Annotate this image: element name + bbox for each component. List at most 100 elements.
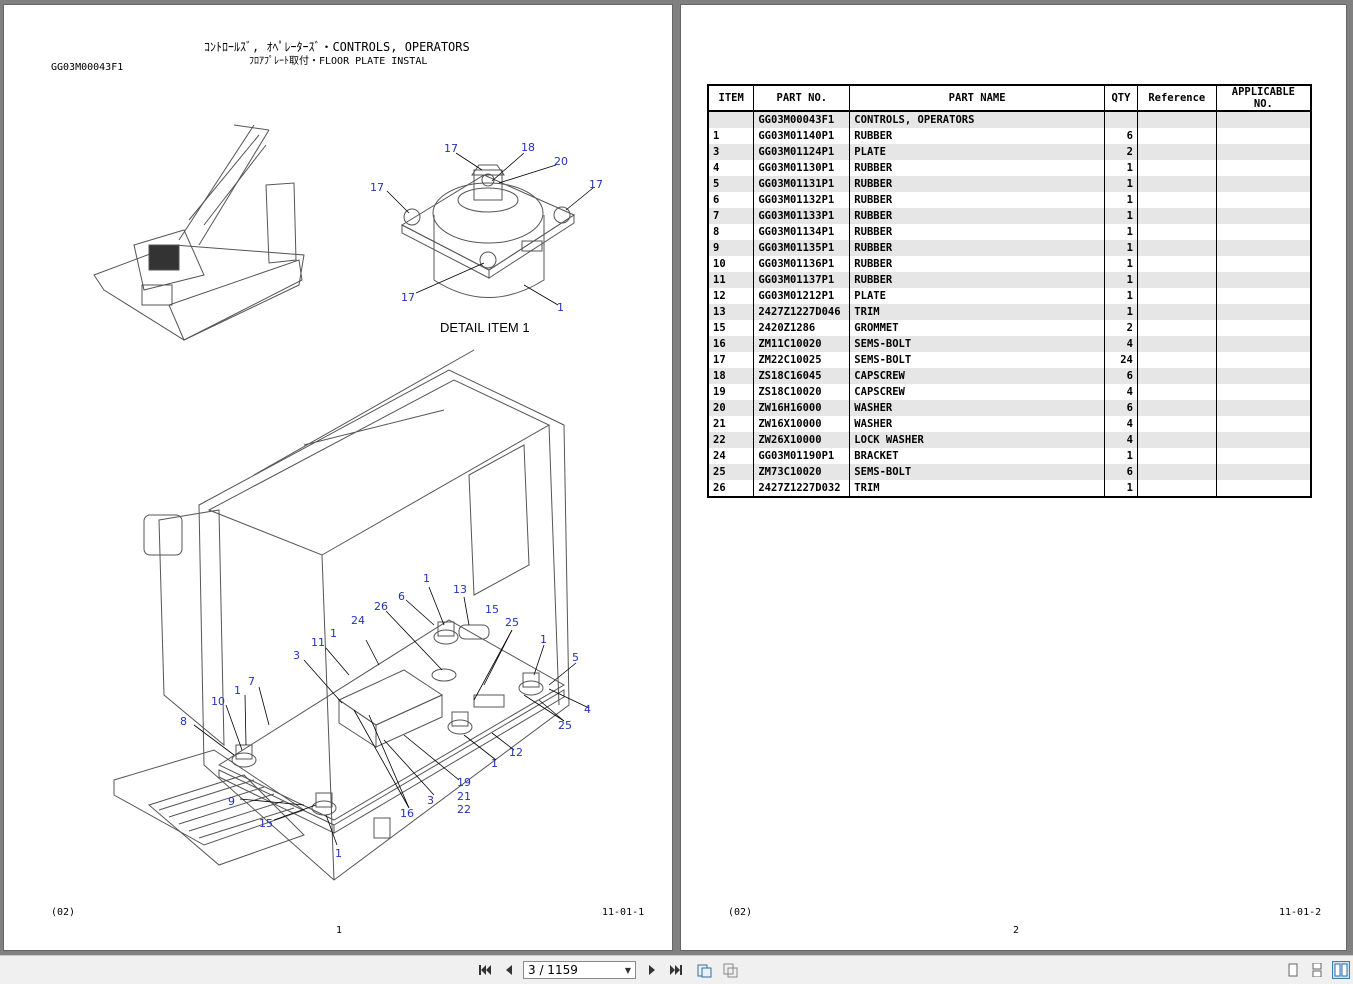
cell-item: 25 bbox=[707, 464, 755, 480]
page-number-input[interactable]: 3 / 1159 ▼ bbox=[523, 961, 636, 979]
next-page-icon[interactable] bbox=[642, 960, 662, 980]
cell-part-no: ZM73C10020 bbox=[753, 464, 851, 480]
callout-15: 15 bbox=[259, 817, 273, 830]
cell-name: TRIM bbox=[849, 480, 1105, 498]
cell-qty: 1 bbox=[1103, 448, 1138, 464]
prev-page-icon[interactable] bbox=[499, 960, 519, 980]
callout-1: 1 bbox=[330, 627, 337, 640]
cell-app bbox=[1215, 256, 1312, 272]
cell-item: 10 bbox=[707, 256, 755, 272]
cell-item: 5 bbox=[707, 176, 755, 192]
viewer-toolbar: 3 / 1159 ▼ bbox=[0, 955, 1353, 984]
parts-drawing: 17 18 20 17 17 17 1 DETAIL ITEM 1 1 13 6… bbox=[93, 124, 603, 881]
cell-name: WASHER bbox=[849, 416, 1105, 432]
first-page-icon[interactable] bbox=[475, 960, 495, 980]
cell-qty: 1 bbox=[1103, 480, 1138, 498]
cell-app bbox=[1215, 144, 1312, 160]
cell-item: 24 bbox=[707, 448, 755, 464]
two-page-icon[interactable] bbox=[1332, 961, 1350, 979]
cell-part-no: GG03M01124P1 bbox=[753, 144, 851, 160]
continuous-icon[interactable] bbox=[1308, 961, 1326, 979]
cell-ref bbox=[1136, 111, 1217, 128]
cell-qty: 1 bbox=[1103, 272, 1138, 288]
callout-1: 1 bbox=[234, 684, 241, 697]
callout-26: 26 bbox=[374, 600, 388, 613]
cell-name: RUBBER bbox=[849, 160, 1105, 176]
callout-1: 1 bbox=[335, 847, 342, 860]
cell-app bbox=[1215, 448, 1312, 464]
callout-8: 8 bbox=[180, 715, 187, 728]
cell-qty: 1 bbox=[1103, 208, 1138, 224]
cell-item: 4 bbox=[707, 160, 755, 176]
callout-17: 17 bbox=[444, 142, 458, 155]
cell-app bbox=[1215, 160, 1312, 176]
cell-item: 19 bbox=[707, 384, 755, 400]
callout-18: 18 bbox=[521, 141, 535, 154]
footer-revision: (02) bbox=[51, 907, 76, 918]
cell-part-no: ZM22C10025 bbox=[753, 352, 851, 368]
cell-name: PLATE bbox=[849, 144, 1105, 160]
cell-ref bbox=[1136, 256, 1217, 272]
cell-qty: 6 bbox=[1103, 128, 1138, 144]
callout-9: 9 bbox=[228, 795, 235, 808]
cell-qty: 1 bbox=[1103, 192, 1138, 208]
callout-20: 20 bbox=[554, 155, 568, 168]
cell-app bbox=[1215, 128, 1312, 144]
cell-qty: 2 bbox=[1103, 144, 1138, 160]
cell-ref bbox=[1136, 400, 1217, 416]
cell-part-no: GG03M01190P1 bbox=[753, 448, 851, 464]
callout-19: 19 bbox=[457, 776, 471, 789]
last-page-icon[interactable] bbox=[666, 960, 686, 980]
callout-6: 6 bbox=[398, 590, 405, 603]
cell-qty: 1 bbox=[1103, 288, 1138, 304]
cell-ref bbox=[1136, 480, 1217, 498]
drawing-code: GG03M00043F1 bbox=[51, 62, 124, 73]
dropdown-arrow-icon[interactable]: ▼ bbox=[624, 965, 631, 975]
rotate-icon[interactable] bbox=[694, 960, 714, 980]
cell-part-no: GG03M01134P1 bbox=[753, 224, 851, 240]
parts-table: ITEM PART NO. PART NAME QTY Reference AP… bbox=[707, 84, 1312, 498]
cell-ref bbox=[1136, 272, 1217, 288]
callout-7: 7 bbox=[248, 675, 255, 688]
cell-name: RUBBER bbox=[849, 176, 1105, 192]
cell-part-no: ZW16X10000 bbox=[753, 416, 851, 432]
cell-item: 17 bbox=[707, 352, 755, 368]
cell-name: WASHER bbox=[849, 400, 1105, 416]
fit-icon[interactable] bbox=[720, 960, 740, 980]
callout-15: 15 bbox=[485, 603, 499, 616]
cell-part-no: GG03M01133P1 bbox=[753, 208, 851, 224]
callout-22: 22 bbox=[457, 803, 471, 816]
cell-app bbox=[1215, 176, 1312, 192]
cell-name: CAPSCREW bbox=[849, 368, 1105, 384]
cell-item: 15 bbox=[707, 320, 755, 336]
footer-section: 11-01-2 bbox=[1279, 907, 1322, 918]
cell-qty: 4 bbox=[1103, 432, 1138, 448]
cell-app bbox=[1215, 416, 1312, 432]
cell-part-no: ZS18C16045 bbox=[753, 368, 851, 384]
cell-name: RUBBER bbox=[849, 256, 1105, 272]
cell-ref bbox=[1136, 448, 1217, 464]
cell-app bbox=[1215, 111, 1312, 128]
single-page-icon[interactable] bbox=[1284, 961, 1302, 979]
cell-ref bbox=[1136, 336, 1217, 352]
page-subtitle: ﾌﾛｱﾌﾟﾚｰﾄ取付・FLOOR PLATE INSTAL bbox=[249, 56, 428, 67]
cell-item: 21 bbox=[707, 416, 755, 432]
cell-qty: 4 bbox=[1103, 336, 1138, 352]
cab-assembly bbox=[113, 349, 570, 881]
cell-app bbox=[1215, 384, 1312, 400]
callout-11: 11 bbox=[311, 636, 325, 649]
cell-part-no: ZS18C10020 bbox=[753, 384, 851, 400]
crane-overview bbox=[93, 124, 305, 341]
cell-item: 26 bbox=[707, 480, 755, 498]
